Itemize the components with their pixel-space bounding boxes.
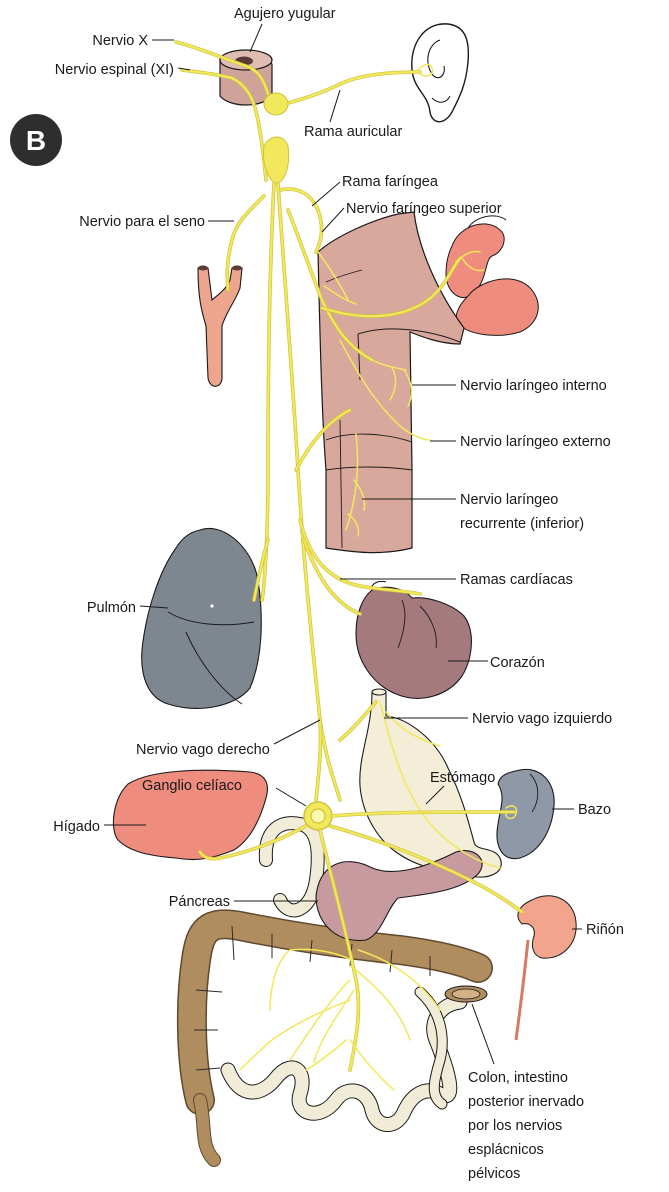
pancreas-illustration — [316, 851, 482, 941]
label-ganglio-celiaco-text: Ganglio celíaco — [142, 778, 242, 794]
label-nervio-para-el-seno-text: Nervio para el seno — [79, 214, 205, 230]
kidney-illustration — [516, 896, 576, 1040]
label-nervio-laringeo-recurrente-line2: recurrente (inferior) — [460, 516, 584, 532]
label-nervio-vago-derecho: Nervio vago derecho — [136, 720, 320, 758]
label-rama-faringea-text: Rama faríngea — [342, 174, 439, 190]
label-nervio-vago-izquierdo: Nervio vago izquierdo — [384, 711, 612, 727]
label-nervio-laringeo-recurrente-line1: Nervio laríngeo — [460, 492, 558, 508]
label-nervio-laringeo-interno: Nervio laríngeo interno — [412, 378, 607, 394]
label-colon-line4: esplácnicos — [468, 1142, 544, 1158]
label-colon-line3: por los nervios — [468, 1118, 562, 1134]
heart-illustration — [356, 581, 471, 698]
label-nervio-laringeo-interno-text: Nervio laríngeo interno — [460, 378, 607, 394]
label-ramas-cardiacas-text: Ramas cardíacas — [460, 572, 573, 588]
celiac-ganglion — [304, 802, 332, 830]
label-nervio-faringeo-superior-text: Nervio faríngeo superior — [346, 201, 502, 217]
label-colon-line1: Colon, intestino — [468, 1070, 568, 1086]
label-colon-line5: pélvicos — [468, 1166, 520, 1182]
panel-label-badge: B — [10, 114, 62, 166]
label-nervio-vago-derecho-text: Nervio vago derecho — [136, 742, 270, 758]
label-bazo: Bazo — [552, 802, 611, 818]
label-agujero-yugular: Agujero yugular — [234, 6, 336, 52]
label-nervio-espinal-text: Nervio espinal (XI) — [55, 62, 174, 78]
label-estomago-text: Estómago — [430, 770, 495, 786]
label-pancreas-text: Páncreas — [169, 894, 230, 910]
label-ramas-cardiacas: Ramas cardíacas — [340, 572, 573, 588]
label-bazo-text: Bazo — [578, 802, 611, 818]
label-rinon: Riñón — [572, 922, 624, 938]
label-nervio-x: Nervio X — [92, 33, 174, 49]
label-rama-auricular-text: Rama auricular — [304, 124, 402, 140]
lung-illustration — [142, 528, 262, 708]
label-corazon-text: Corazón — [490, 655, 545, 671]
label-colon: Colon, intestino posterior inervado por … — [468, 1004, 584, 1182]
label-higado-text: Hígado — [53, 819, 100, 835]
panel-label-text: B — [26, 125, 46, 156]
larynx-pharynx — [318, 212, 464, 553]
label-nervio-x-text: Nervio X — [92, 33, 148, 49]
label-nervio-para-el-seno: Nervio para el seno — [79, 214, 234, 230]
label-colon-line2: posterior inervado — [468, 1094, 584, 1110]
label-nervio-laringeo-externo-text: Nervio laríngeo externo — [460, 434, 611, 450]
label-rama-auricular: Rama auricular — [304, 90, 402, 140]
label-agujero-yugular-text: Agujero yugular — [234, 6, 336, 22]
label-nervio-vago-izquierdo-text: Nervio vago izquierdo — [472, 711, 612, 727]
label-nervio-laringeo-externo: Nervio laríngeo externo — [430, 434, 611, 450]
carotid-vessel — [198, 266, 242, 387]
label-rinon-text: Riñón — [586, 922, 624, 938]
label-pulmon-text: Pulmón — [87, 600, 136, 616]
label-nervio-espinal: Nervio espinal (XI) — [55, 62, 190, 78]
